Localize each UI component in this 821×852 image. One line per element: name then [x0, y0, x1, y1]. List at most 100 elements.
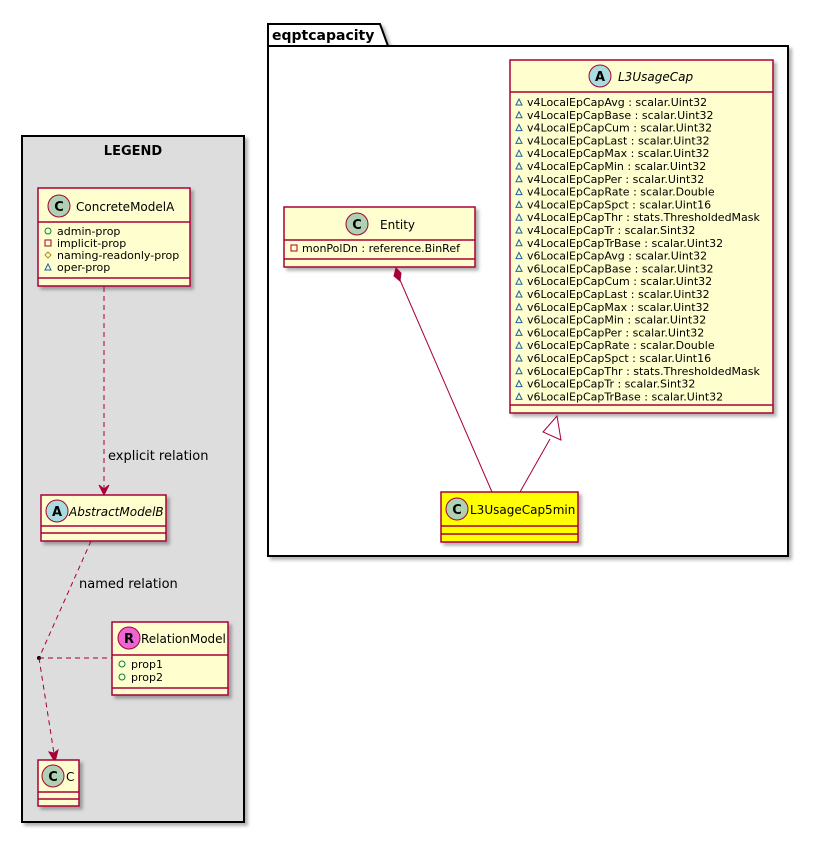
package-visibility-icon — [44, 262, 52, 271]
attribute: naming-readonly-prop — [57, 249, 179, 262]
protected-visibility-icon — [44, 251, 52, 259]
attribute: v6LocalEpCapMax : scalar.Uint32 — [527, 301, 710, 314]
private-visibility-icon — [290, 244, 298, 252]
private-visibility-icon — [44, 239, 52, 247]
svg-text:C: C — [48, 770, 58, 785]
package-visibility-icon — [515, 379, 523, 388]
attribute: v4LocalEpCapBase : scalar.Uint32 — [527, 109, 714, 122]
class-name: ConcreteModelA — [76, 200, 175, 214]
package-visibility-icon — [515, 110, 523, 119]
svg-text:A: A — [52, 505, 62, 520]
attribute: implicit-prop — [57, 237, 126, 250]
attribute: prop1 — [131, 658, 163, 671]
attribute: v4LocalEpCapTr : scalar.Sint32 — [527, 224, 695, 237]
attribute: oper-prop — [57, 261, 110, 274]
arrow-head-icon — [98, 484, 110, 497]
class-relationmodel[interactable]: R RelationModel prop1 prop2 — [111, 621, 229, 696]
attribute: v4LocalEpCapAvg : scalar.Uint32 — [527, 96, 707, 109]
package-visibility-icon — [515, 213, 523, 221]
svg-text:C: C — [352, 218, 362, 233]
public-visibility-icon — [44, 227, 52, 235]
attribute: v6LocalEpCapRate : scalar.Double — [527, 339, 715, 352]
attribute: v6LocalEpCapPer : scalar.Uint32 — [527, 326, 704, 339]
class-name: RelationModel — [141, 632, 226, 646]
package-title: eqptcapacity — [272, 28, 374, 44]
attribute: v4LocalEpCapSpct : scalar.Uint16 — [527, 198, 711, 211]
attribute: v4LocalEpCapLast : scalar.Uint32 — [527, 134, 710, 147]
package-visibility-icon — [515, 238, 523, 247]
attribute: v6LocalEpCapThr : stats.ThresholdedMask — [527, 365, 761, 378]
relation-class-icon: R — [117, 626, 141, 650]
attribute: v6LocalEpCapBase : scalar.Uint32 — [527, 262, 714, 275]
relation-label: named relation — [79, 577, 178, 592]
attribute: v6LocalEpCapLast : scalar.Uint32 — [527, 288, 710, 301]
class-concretemodela[interactable]: C ConcreteModelA admin-prop implicit-pro… — [37, 187, 191, 287]
legend-title: LEGEND — [104, 144, 163, 159]
composition-diamond-icon — [393, 267, 402, 282]
inheritance-arrow-icon — [542, 414, 562, 441]
class-icon: C — [41, 764, 65, 788]
generalization-relation — [519, 414, 562, 493]
attribute: v4LocalEpCapMin : scalar.Uint32 — [527, 160, 706, 173]
package-visibility-icon — [515, 149, 523, 157]
attribute: v6LocalEpCapMin : scalar.Uint32 — [527, 314, 706, 327]
public-visibility-icon — [118, 660, 126, 668]
package-visibility-icon — [515, 225, 523, 234]
arrow-head-icon — [47, 748, 59, 764]
class-icon: C — [345, 212, 369, 236]
class-name: L3UsageCap5min — [470, 503, 575, 517]
attribute: v4LocalEpCapCum : scalar.Uint32 — [527, 122, 712, 135]
package-visibility-icon — [515, 392, 523, 400]
class-name: L3UsageCap — [618, 70, 693, 84]
package-visibility-icon — [515, 366, 523, 375]
package-visibility-icon — [515, 289, 523, 298]
attribute: v4LocalEpCapTrBase : scalar.Uint32 — [527, 237, 723, 250]
attribute: v6LocalEpCapAvg : scalar.Uint32 — [527, 250, 707, 263]
attribute: admin-prop — [57, 225, 120, 238]
abstract-class-icon: A — [588, 64, 612, 88]
relation-label: explicit relation — [108, 449, 208, 464]
package-visibility-icon — [515, 302, 523, 311]
class-entity[interactable]: C Entity monPolDn : reference.BinRef — [283, 206, 476, 268]
attribute: v4LocalEpCapThr : stats.ThresholdedMask — [527, 211, 761, 224]
class-c[interactable]: C C — [37, 759, 80, 807]
package-visibility-icon — [515, 200, 523, 208]
package-visibility-icon — [515, 187, 523, 196]
class-icon: C — [47, 194, 71, 218]
package-visibility-icon — [515, 328, 523, 336]
class-name: C — [66, 770, 74, 784]
attribute: monPolDn : reference.BinRef — [302, 242, 461, 255]
composition-relation — [393, 267, 493, 493]
attribute-list: v4LocalEpCapAvg : scalar.Uint32v4LocalEp… — [515, 96, 761, 403]
package-visibility-icon — [515, 136, 523, 144]
class-abstractmodelb[interactable]: A AbstractModelB — [40, 494, 167, 542]
attribute: v6LocalEpCapSpct : scalar.Uint16 — [527, 352, 711, 365]
package-visibility-icon — [515, 161, 523, 170]
legend: LEGEND C ConcreteModelA admin-prop impli… — [21, 135, 245, 823]
class-l3usagecap5min[interactable]: C L3UsageCap5min — [440, 491, 579, 543]
package-visibility-icon — [515, 353, 523, 362]
explicit-relation: explicit relation — [98, 287, 208, 497]
package-visibility-icon — [515, 251, 523, 260]
class-name: AbstractModelB — [68, 505, 164, 519]
svg-text:A: A — [595, 70, 605, 85]
class-name: Entity — [380, 218, 415, 232]
svg-text:R: R — [124, 632, 134, 647]
package-visibility-icon — [515, 97, 523, 106]
svg-text:C: C — [54, 200, 64, 215]
package-visibility-icon — [515, 315, 523, 324]
package-visibility-icon — [515, 277, 523, 285]
class-l3usagecap[interactable]: A L3UsageCap v4LocalEpCapAvg : scalar.Ui… — [509, 59, 774, 414]
svg-text:C: C — [452, 503, 462, 518]
attribute: v6LocalEpCapTr : scalar.Sint32 — [527, 378, 695, 391]
attribute: v4LocalEpCapMax : scalar.Uint32 — [527, 147, 710, 160]
attribute: v6LocalEpCapTrBase : scalar.Uint32 — [527, 390, 723, 403]
class-icon: C — [445, 497, 469, 521]
package-visibility-icon — [515, 341, 523, 349]
abstract-class-icon: A — [45, 499, 69, 523]
package-visibility-icon — [515, 264, 523, 272]
public-visibility-icon — [118, 673, 126, 681]
named-relation: named relation — [37, 540, 178, 764]
attribute: v4LocalEpCapPer : scalar.Uint32 — [527, 173, 704, 186]
